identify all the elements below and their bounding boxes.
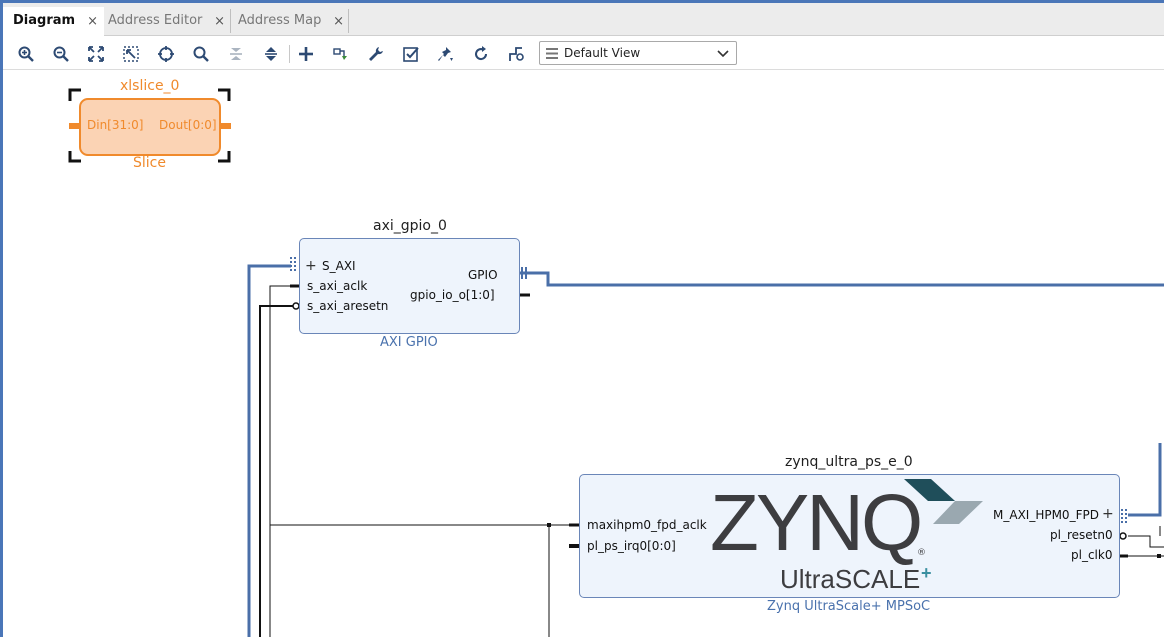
maxihpm0-fpd-aclk-port[interactable]: maxihpm0_fpd_aclk — [587, 518, 707, 532]
gpio-port[interactable]: GPIO — [468, 268, 498, 282]
m-axi-hpm0-fpd-port[interactable]: M_AXI_HPM0_FPD — [993, 508, 1099, 522]
axi-gpio-type-label: AXI GPIO — [380, 335, 438, 350]
regenerate-icon[interactable] — [470, 43, 492, 65]
zynq-instance-name: zynq_ultra_ps_e_0 — [785, 454, 913, 470]
zynq-block[interactable] — [579, 474, 1120, 598]
gpio-io-o-port[interactable]: gpio_io_o[1:0] — [410, 288, 495, 302]
search-icon[interactable] — [190, 43, 212, 65]
xlslice-block-shape[interactable] — [68, 88, 231, 163]
make-connection-icon[interactable] — [330, 43, 352, 65]
collapse-icon[interactable] — [225, 43, 247, 65]
optimize-routing-icon[interactable] — [505, 43, 527, 65]
tab-address-map[interactable]: Address Map × — [228, 7, 350, 36]
xlslice-dout-port[interactable]: Dout[0:0] — [159, 118, 217, 132]
chevron-down-icon — [717, 50, 729, 58]
toolbar-separator — [289, 45, 290, 63]
tab-bar: Diagram × Address Editor × Address Map × — [3, 3, 1164, 36]
diagram-canvas[interactable]: xlslice_0 Din[31:0] Dout[0:0] Slice axi_… — [3, 71, 1164, 637]
zynq-logo-text: ZYNQ — [710, 478, 923, 567]
tab-address-editor-label: Address Editor — [108, 13, 203, 28]
zynq-type-label: Zynq UltraScale+ MPSoC — [767, 599, 931, 614]
diagram-toolbar: Default View — [3, 37, 1164, 70]
xlslice-instance-name: xlslice_0 — [120, 78, 180, 94]
zynq-logo-registered: ® — [917, 548, 926, 558]
expand-plus-icon[interactable]: + — [305, 258, 317, 274]
zoom-fit-icon[interactable] — [85, 43, 107, 65]
tab-separator — [348, 9, 349, 33]
zynq-logo-icon — [904, 479, 983, 524]
axi-gpio-instance-name: axi_gpio_0 — [373, 218, 447, 234]
auto-fit-icon[interactable] — [155, 43, 177, 65]
m-axi-hpm0-connector[interactable] — [1121, 509, 1127, 523]
close-icon[interactable]: × — [333, 14, 344, 29]
close-icon[interactable]: × — [87, 14, 98, 29]
list-icon — [546, 48, 558, 59]
axi-gpio-block[interactable] — [299, 238, 520, 334]
s-axi-aresetn-port[interactable]: s_axi_aresetn — [307, 299, 389, 313]
ultrascale-plus-mark: + — [921, 563, 932, 583]
xlslice-type-label: Slice — [133, 155, 166, 171]
expand-plus-icon[interactable]: + — [1102, 506, 1114, 522]
validate-icon[interactable] — [400, 43, 422, 65]
pl-ps-irq0-port[interactable]: pl_ps_irq0[0:0] — [587, 539, 676, 553]
s-axi-aclk-port[interactable]: s_axi_aclk — [307, 279, 368, 293]
tab-separator — [230, 9, 231, 33]
pl-clk0-port[interactable]: pl_clk0 — [1071, 548, 1113, 562]
tab-address-map-label: Address Map — [238, 13, 322, 28]
tab-address-editor[interactable]: Address Editor × — [98, 7, 231, 36]
diagram-wires — [68, 88, 1164, 637]
s-axi-port[interactable]: S_AXI — [322, 259, 356, 273]
expand-icon[interactable] — [260, 43, 282, 65]
tab-diagram-label: Diagram — [13, 13, 76, 28]
zoom-out-icon[interactable] — [50, 43, 72, 65]
view-select[interactable]: Default View — [539, 41, 737, 65]
pin-icon[interactable] — [435, 43, 457, 65]
xlslice-din-port[interactable]: Din[31:0] — [87, 118, 144, 132]
view-select-value: Default View — [564, 46, 641, 60]
add-ip-icon[interactable] — [295, 43, 317, 65]
close-icon[interactable]: × — [214, 14, 225, 29]
zoom-in-icon[interactable] — [15, 43, 37, 65]
pl-resetn0-port[interactable]: pl_resetn0 — [1050, 528, 1113, 542]
tab-diagram[interactable]: Diagram × — [3, 7, 104, 36]
ultrascale-logo-text: UltraSCALE — [780, 564, 921, 594]
gpio-connector[interactable] — [521, 267, 527, 279]
fit-selection-icon[interactable] — [120, 43, 142, 65]
s-axi-connector[interactable] — [290, 257, 296, 271]
properties-icon[interactable] — [365, 43, 387, 65]
